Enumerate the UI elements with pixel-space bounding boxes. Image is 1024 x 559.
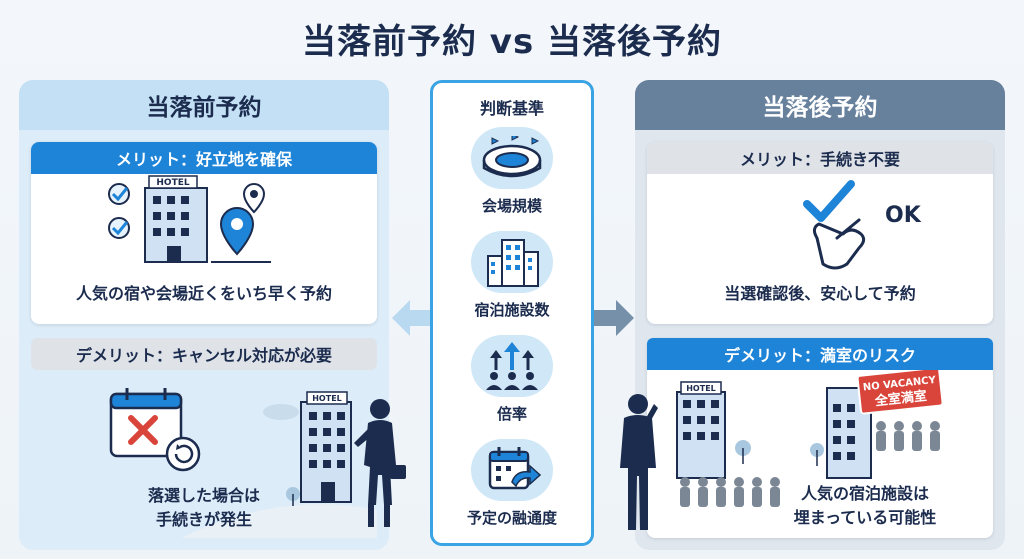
post-lottery-header: 当落後予約	[635, 80, 1005, 130]
ok-text: OK	[885, 203, 922, 228]
cancel-calendar-icon: HOTEL	[109, 388, 377, 538]
pre-lottery-header: 当落前予約	[19, 80, 389, 130]
criteria-column: 判断基準 会場規模	[430, 80, 594, 546]
criterion-venue-size: 会場規模	[433, 127, 591, 216]
criterion-label: 倍率	[496, 405, 527, 423]
criterion-label: 会場規模	[481, 197, 542, 215]
ok-hand-icon: OK	[803, 180, 922, 270]
buildings-icon	[487, 239, 539, 287]
post-lottery-demerit-tag: デメリット：満室のリスク	[647, 338, 993, 370]
criteria-title: 判断基準	[479, 99, 544, 118]
stadium-icon	[482, 136, 542, 178]
right-arrow-icon	[594, 300, 634, 336]
svg-text:HOTEL: HOTEL	[312, 394, 342, 403]
criterion-odds: 倍率	[433, 335, 591, 424]
post-lottery-merit-text: 当選確認後、安心して予約	[724, 284, 916, 303]
pre-lottery-merit-card: メリット：好立地を確保 HOTEL	[31, 142, 377, 324]
pre-lottery-panel: 当落前予約 メリット：好立地を確保 HOTEL	[19, 80, 389, 550]
criterion-label: 宿泊施設数	[474, 301, 550, 319]
full-sign: 全室満室	[873, 388, 927, 409]
page-title: 当落前予約 vs 当落後予約	[301, 22, 723, 62]
post-lottery-merit-card: メリット：手続き不要 OK 当選確認後、安心して予約	[647, 142, 993, 324]
svg-text:HOTEL: HOTEL	[686, 384, 716, 393]
pre-lottery-demerit-card: デメリット：キャンセル対応が必要 HOTEL	[31, 338, 377, 538]
full-hotel-icon: HOTEL	[676, 370, 944, 507]
businesswoman-icon	[354, 399, 406, 527]
growth-people-icon	[486, 342, 538, 390]
post-lottery-demerit-card: デメリット：満室のリスク HOTEL	[647, 338, 993, 538]
post-lottery-merit-tag: メリット：手続き不要	[647, 142, 993, 174]
criterion-lodging-count: 宿泊施設数	[433, 231, 591, 320]
pre-lottery-demerit-tag: デメリット：キャンセル対応が必要	[31, 338, 377, 370]
post-lottery-demerit-text-2: 埋まっている可能性	[793, 508, 937, 527]
left-arrow-icon	[392, 300, 432, 336]
criterion-schedule-flexibility: 予定の融通度	[433, 439, 591, 528]
pre-lottery-demerit-text-1: 落選した場合は	[147, 486, 260, 505]
post-lottery-panel: 当落後予約 メリット：手続き不要 OK 当選確認後、安心して予約 デメリット：満…	[635, 80, 1005, 550]
hotel-location-icon: HOTEL	[108, 175, 271, 263]
hotel-sign: HOTEL	[156, 178, 189, 188]
businessman-icon	[620, 394, 658, 530]
pre-lottery-merit-text: 人気の宿や会場近くをいち早く予約	[75, 284, 332, 303]
pre-lottery-demerit-text-2: 手続きが発生	[155, 510, 252, 529]
criterion-label: 予定の融通度	[466, 509, 557, 527]
check-icon	[108, 183, 130, 239]
pre-lottery-merit-tag: メリット：好立地を確保	[31, 142, 377, 174]
calendar-arrow-icon	[488, 447, 542, 490]
post-lottery-demerit-text-1: 人気の宿泊施設は	[800, 484, 929, 503]
